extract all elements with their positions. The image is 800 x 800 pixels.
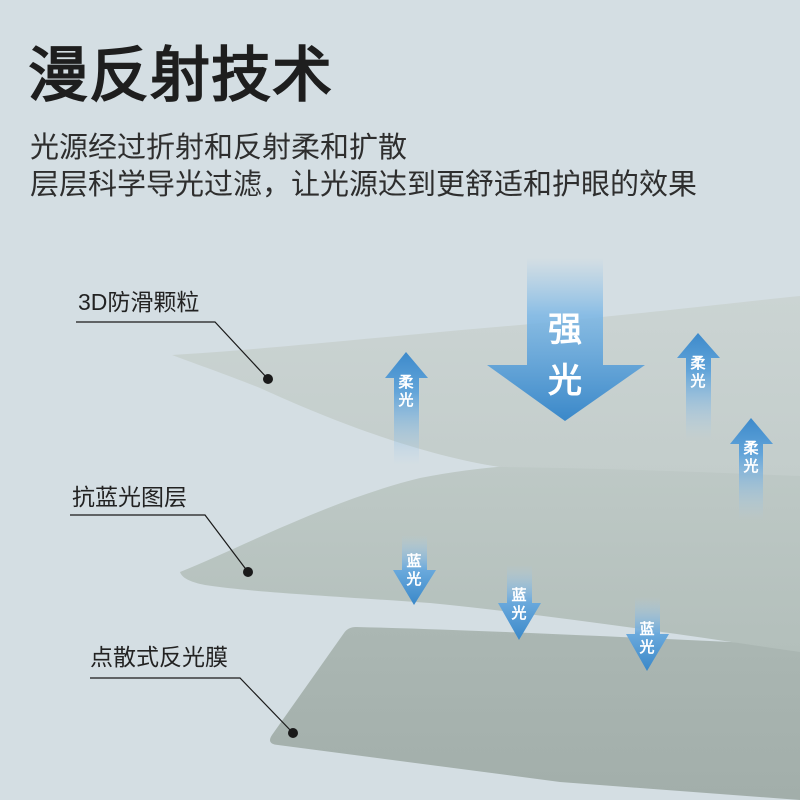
anti-blue-light-layer — [180, 464, 800, 652]
soft-light-label-2: 柔光 — [690, 355, 706, 390]
layer-label-anti-blue: 抗蓝光图层 — [72, 484, 187, 510]
strong-light-arrow — [487, 258, 645, 421]
page-title: 漫反射技术 — [28, 42, 333, 109]
strong-light-label: 强光 — [548, 311, 582, 400]
leader-dot-reflective-film — [288, 728, 298, 738]
layer-label-anti-slip: 3D防滑颗粒 — [78, 289, 200, 315]
anti-slip-particle-layer — [172, 296, 800, 476]
soft-light-label-1: 柔光 — [398, 374, 414, 409]
soft-light-arrow-2 — [677, 333, 720, 440]
reflective-film-layer — [270, 627, 800, 800]
blue-light-label-3: 蓝光 — [639, 621, 655, 656]
blue-light-arrow-2 — [498, 565, 541, 640]
blue-light-arrow-3 — [626, 597, 669, 671]
blue-light-arrow-1 — [393, 535, 436, 605]
soft-light-label-3: 柔光 — [743, 440, 759, 475]
leader-dot-anti-slip — [263, 374, 273, 384]
leader-dot-anti-blue — [243, 567, 253, 577]
blue-light-label-2: 蓝光 — [511, 587, 527, 622]
subtitle-line-1: 光源经过折射和反射柔和扩散 — [30, 132, 408, 164]
blue-light-label-1: 蓝光 — [406, 553, 422, 588]
leader-line-anti-slip — [76, 321, 269, 380]
leader-line-anti-blue — [70, 514, 249, 573]
layer-label-reflective-film: 点散式反光膜 — [90, 644, 228, 670]
soft-light-arrow-3 — [730, 418, 773, 520]
soft-light-arrow-1 — [385, 352, 428, 465]
leader-line-reflective-film — [90, 677, 294, 734]
subtitle-line-2: 层层科学导光过滤，让光源达到更舒适和护眼的效果 — [30, 169, 698, 201]
